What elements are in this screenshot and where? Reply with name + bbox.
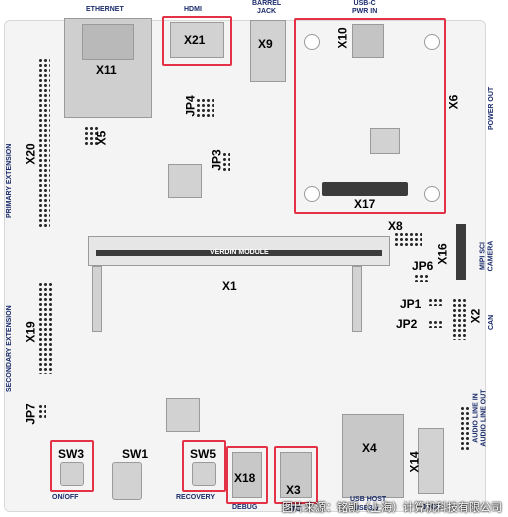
jp7-jumper: [38, 404, 46, 420]
x1-designator: X1: [222, 279, 237, 293]
audio-header: [460, 406, 470, 452]
jp2-jumper: [428, 320, 444, 328]
x21-designator: X21: [184, 33, 206, 47]
sw5-designator: SW5: [190, 447, 217, 461]
secondary-extension-header: [38, 282, 52, 374]
mount-hole: [304, 186, 320, 202]
audio-label: AUDIO LINE IN AUDIO LINE OUT: [472, 389, 488, 447]
x16-designator: X16: [435, 243, 450, 265]
debug-chip: [166, 398, 200, 432]
x14-designator: X14: [407, 451, 422, 473]
mount-hole: [424, 34, 440, 50]
power-ic: [370, 128, 400, 154]
x8-designator: X8: [388, 219, 403, 233]
usbc-power-label: USB-C PWR IN: [352, 0, 378, 15]
usb3-label: USB3.0: [354, 505, 379, 512]
jp3-designator: JP3: [209, 149, 224, 171]
jp1-designator: JP1: [400, 297, 422, 311]
power-section-highlight: [294, 18, 446, 214]
hdmi-label: HDMI: [184, 6, 202, 13]
x3-highlight: [274, 446, 318, 504]
x4-designator: X4: [362, 441, 377, 455]
x20-designator: X20: [23, 143, 38, 165]
image-source-watermark: 图片来源：铭凯（上海）计算机科技有限公司: [282, 501, 502, 514]
x19-designator: X19: [23, 321, 38, 343]
jp1-jumper: [428, 298, 444, 306]
hdmi-highlight: [162, 16, 232, 66]
primary-extension-label: PRIMARY EXTENSION: [6, 143, 13, 218]
jp4-designator: JP4: [183, 95, 198, 117]
jp7-designator: JP7: [23, 403, 38, 425]
mount-hole: [304, 34, 320, 50]
x18-designator: X18: [234, 471, 256, 485]
verdin-module-label: VERDIN MODULE: [210, 249, 269, 256]
x5-designator: X5: [94, 130, 109, 146]
jp4-jumper: [196, 98, 214, 118]
x18-highlight: [226, 446, 268, 504]
x8-header: [394, 232, 422, 248]
usb-host-label: USB HOST: [350, 496, 387, 503]
otg-usb-connector: [280, 452, 312, 498]
camera-connector: [456, 224, 466, 280]
module-latch-left: [92, 266, 102, 332]
audio-jack-connector: [418, 428, 444, 494]
usbc-power-connector: [352, 24, 384, 58]
power-out-label: POWER OUT: [488, 86, 495, 130]
x3-designator: X3: [286, 483, 301, 497]
can-header: [452, 298, 466, 340]
x9-designator: X9: [258, 37, 273, 51]
secondary-extension-label: SECONDARY EXTENSION: [6, 305, 13, 392]
x5-header: [84, 126, 98, 146]
mount-hole: [424, 186, 440, 202]
ethernet-port: [82, 24, 134, 60]
ethernet-label: ETHERNET: [86, 6, 124, 13]
sw3-highlight: [50, 440, 94, 492]
x17-designator: X17: [354, 197, 376, 211]
x10-designator: X10: [335, 27, 350, 49]
sw1-designator: SW1: [122, 447, 149, 461]
hdmi-connector: [170, 22, 224, 58]
module-latch-right: [352, 266, 362, 332]
on-off-button: [60, 462, 84, 486]
verdin-slot-contacts: [96, 250, 382, 256]
debug-usb-connector: [232, 452, 262, 498]
jp2-designator: JP2: [396, 317, 418, 331]
x6-designator: X6: [446, 94, 461, 110]
debug-label: DEBUG: [232, 504, 258, 511]
sw3-designator: SW3: [58, 447, 85, 461]
jp3-jumper: [222, 152, 230, 172]
recovery-label: RECOVERY: [176, 494, 216, 501]
barrel-jack-connector: [250, 20, 286, 82]
barrel-jack-label: BARREL JACK: [252, 0, 282, 15]
can-label: CAN: [488, 314, 495, 330]
x11-designator: X11: [96, 63, 117, 77]
x2-designator: X2: [468, 308, 483, 324]
jp6-designator: JP6: [412, 259, 434, 273]
mipi-camera-label: MIPI SCI CAMERA: [479, 240, 495, 272]
sw1-button: [112, 462, 142, 500]
primary-extension-header: [38, 58, 50, 228]
otg-label: OTG: [286, 506, 302, 513]
on-off-label: ON/OFF: [52, 494, 79, 501]
usb-host-connector: [342, 414, 404, 498]
recovery-button: [192, 462, 216, 486]
jack-label: JACK: [422, 504, 442, 511]
jp6-jumper: [414, 274, 430, 282]
sw5-highlight: [182, 440, 226, 492]
processor-chip: [168, 164, 202, 198]
x17-connector: [322, 182, 408, 196]
